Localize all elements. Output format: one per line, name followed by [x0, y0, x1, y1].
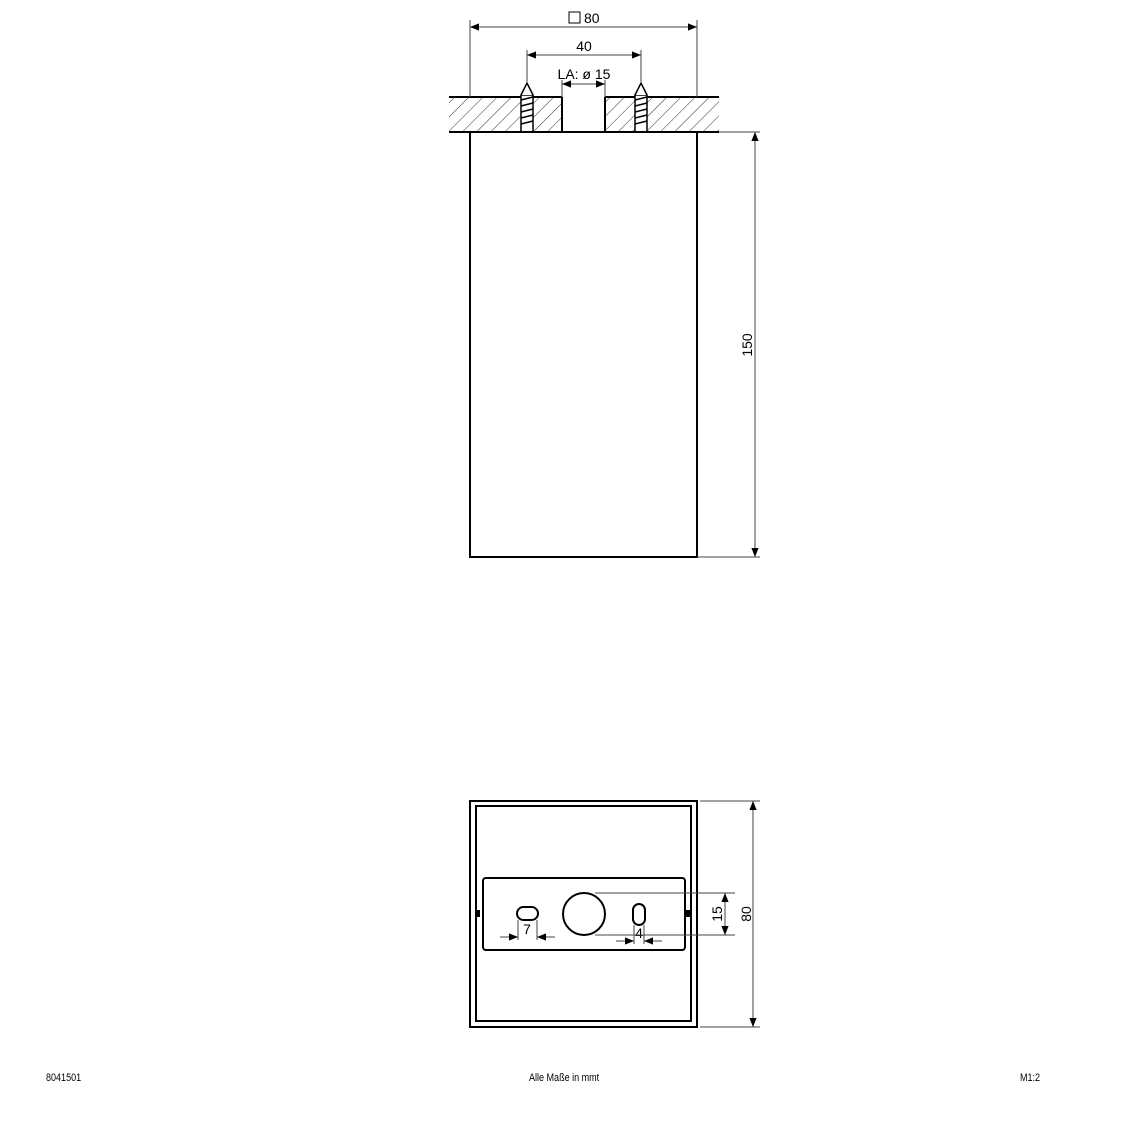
- dimension-height: 150: [697, 131, 760, 558]
- cable-outlet-label: LA: ø 15: [558, 66, 611, 82]
- screw-spacing-label: 40: [576, 38, 592, 54]
- width-label: 80: [584, 10, 600, 26]
- height-label: 150: [739, 333, 755, 357]
- dimension-screw-spacing: 40: [526, 38, 642, 83]
- dimension-slot-left: 7: [500, 920, 555, 941]
- square-symbol-icon: [568, 11, 581, 24]
- slot-left-label: 7: [523, 921, 531, 937]
- dimension-bottom-height: 80: [700, 800, 760, 1028]
- bottom-view: 7 4 15 80: [469, 800, 760, 1028]
- outer-frame: [469, 800, 698, 1028]
- luminaire-body: [469, 131, 698, 558]
- side-screw-left-icon: [476, 910, 480, 917]
- screw-right-icon: [634, 81, 648, 133]
- side-screw-right-icon: [686, 910, 690, 917]
- slot-right-label: 4: [635, 925, 643, 941]
- side-view: 80 40 LA: ø 15 150: [449, 10, 760, 558]
- bottom-height-label: 80: [738, 906, 754, 922]
- dimension-width: 80: [469, 10, 698, 97]
- ceiling-slab: [449, 96, 719, 133]
- inner-frame: [475, 805, 692, 1022]
- dimension-offset: 15: [595, 892, 735, 936]
- offset-label: 15: [709, 906, 725, 922]
- article-number: 8041501: [46, 1072, 82, 1084]
- cable-hole: [562, 892, 606, 936]
- scale-label: M1:2: [1020, 1072, 1041, 1084]
- slot-hole-right: [632, 903, 646, 926]
- dimension-cable-outlet: LA: ø 15: [558, 66, 611, 97]
- slot-hole-left: [516, 906, 539, 921]
- screw-left-icon: [520, 81, 534, 133]
- mounting-plate: [482, 877, 686, 951]
- units-note: Alle Maße in mmt: [529, 1072, 600, 1084]
